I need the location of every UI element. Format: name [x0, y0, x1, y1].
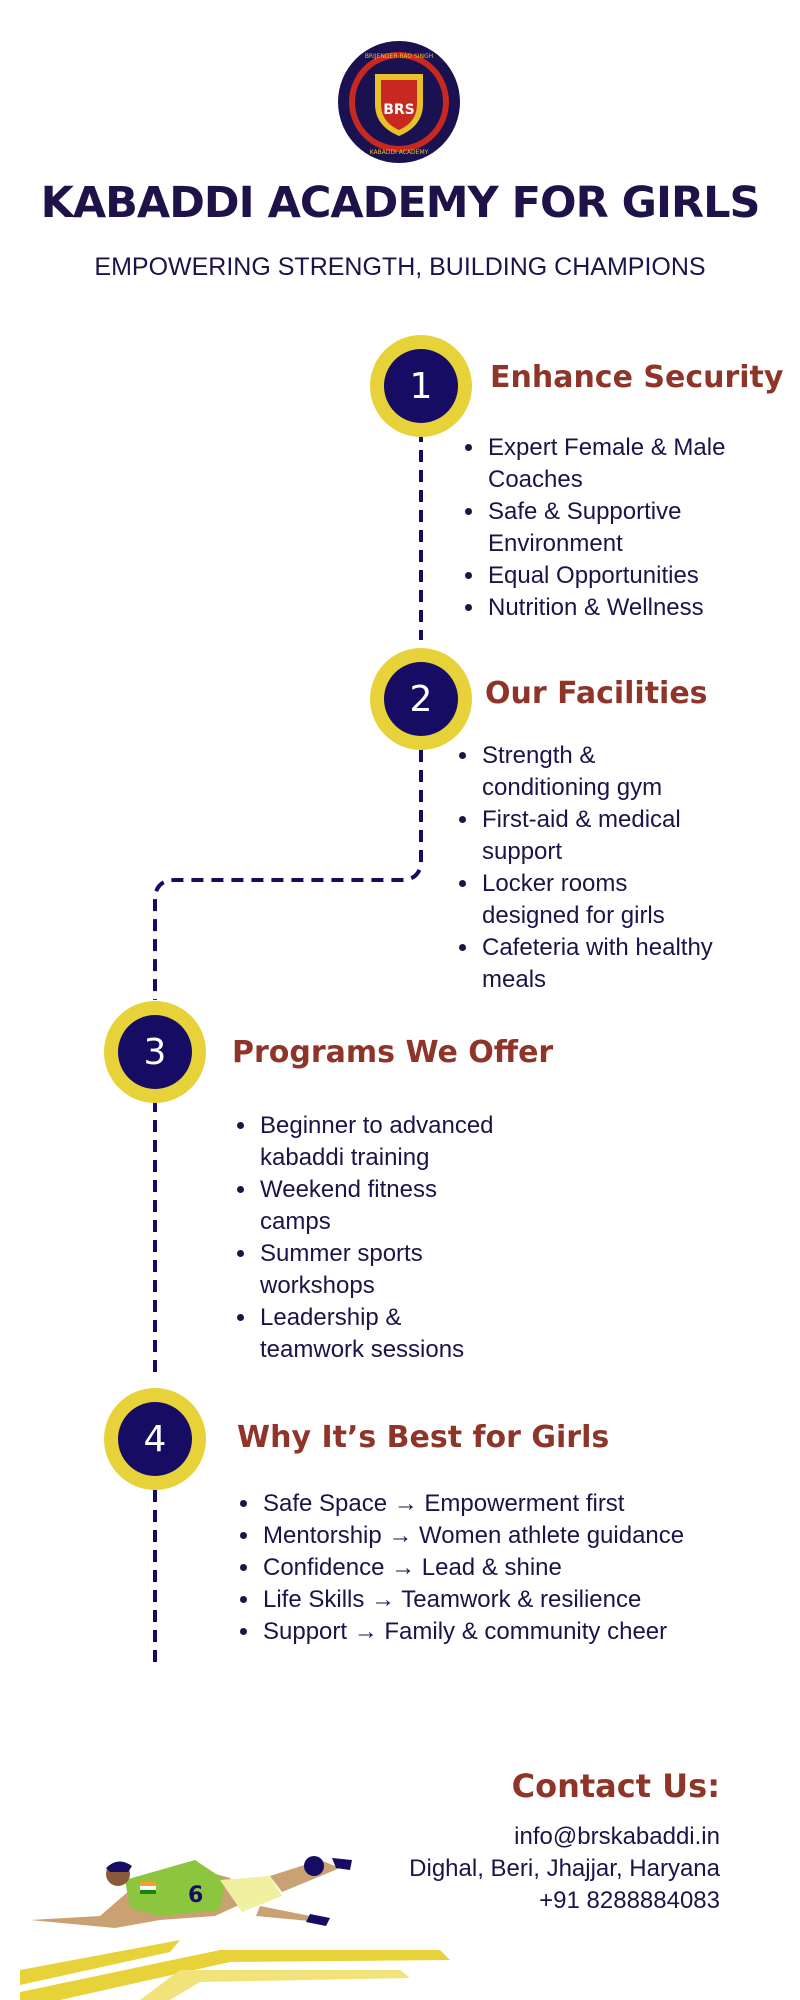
contact-phone[interactable]: +91 8288884083: [539, 1887, 720, 1914]
svg-text:KABADDI ACADEMY: KABADDI ACADEMY: [370, 149, 429, 156]
contact-address: Dighal, Beri, Jhajjar, Haryana: [409, 1855, 720, 1882]
list-item: Life Skills → Teamwork & resilience: [261, 1584, 800, 1616]
step-1-badge: 1: [370, 335, 472, 437]
step-4-list: Safe Space → Empowerment first Mentorshi…: [237, 1488, 800, 1648]
contact-title: Contact Us:: [511, 1767, 720, 1805]
step-3-title: Programs We Offer: [232, 1035, 554, 1070]
step-1-number: 1: [384, 349, 458, 423]
page-title: KABADDI ACADEMY FOR GIRLS: [40, 178, 761, 228]
step-2-list: Strength &conditioning gym First-aid & m…: [456, 740, 800, 996]
step-2-title: Our Facilities: [485, 676, 708, 711]
list-item: Equal Opportunities: [486, 560, 796, 592]
list-item: Strength &conditioning gym: [480, 740, 800, 804]
list-item: Nutrition & Wellness: [486, 592, 796, 624]
step-4-badge: 4: [104, 1388, 206, 1490]
list-item: Mentorship → Women athlete guidance: [261, 1520, 800, 1552]
kabaddi-player-illustration: 6: [20, 1856, 450, 2000]
step-3-number: 3: [118, 1015, 192, 1089]
list-item: Leadership &teamwork sessions: [258, 1302, 578, 1366]
step-3-badge: 3: [104, 1001, 206, 1103]
step-1-title: Enhance Security: [490, 360, 784, 395]
svg-text:BRIJENDER RAO SINGH: BRIJENDER RAO SINGH: [365, 53, 433, 60]
svg-text:BRS: BRS: [383, 102, 415, 118]
page-subtitle: EMPOWERING STRENGTH, BUILDING CHAMPIONS: [94, 253, 706, 281]
list-item: Support → Family & community cheer: [261, 1616, 800, 1648]
academy-logo: BRS BRIJENDER RAO SINGH KABADDI ACADEMY: [338, 41, 460, 163]
step-2-badge: 2: [370, 648, 472, 750]
svg-text:6: 6: [188, 1883, 203, 1908]
list-item: Safe Space → Empowerment first: [261, 1488, 800, 1520]
step-2-number: 2: [384, 662, 458, 736]
contact-email[interactable]: info@brskabaddi.in: [514, 1823, 720, 1850]
step-4-title: Why It’s Best for Girls: [237, 1420, 610, 1455]
list-item: Confidence → Lead & shine: [261, 1552, 800, 1584]
step-4-number: 4: [118, 1402, 192, 1476]
